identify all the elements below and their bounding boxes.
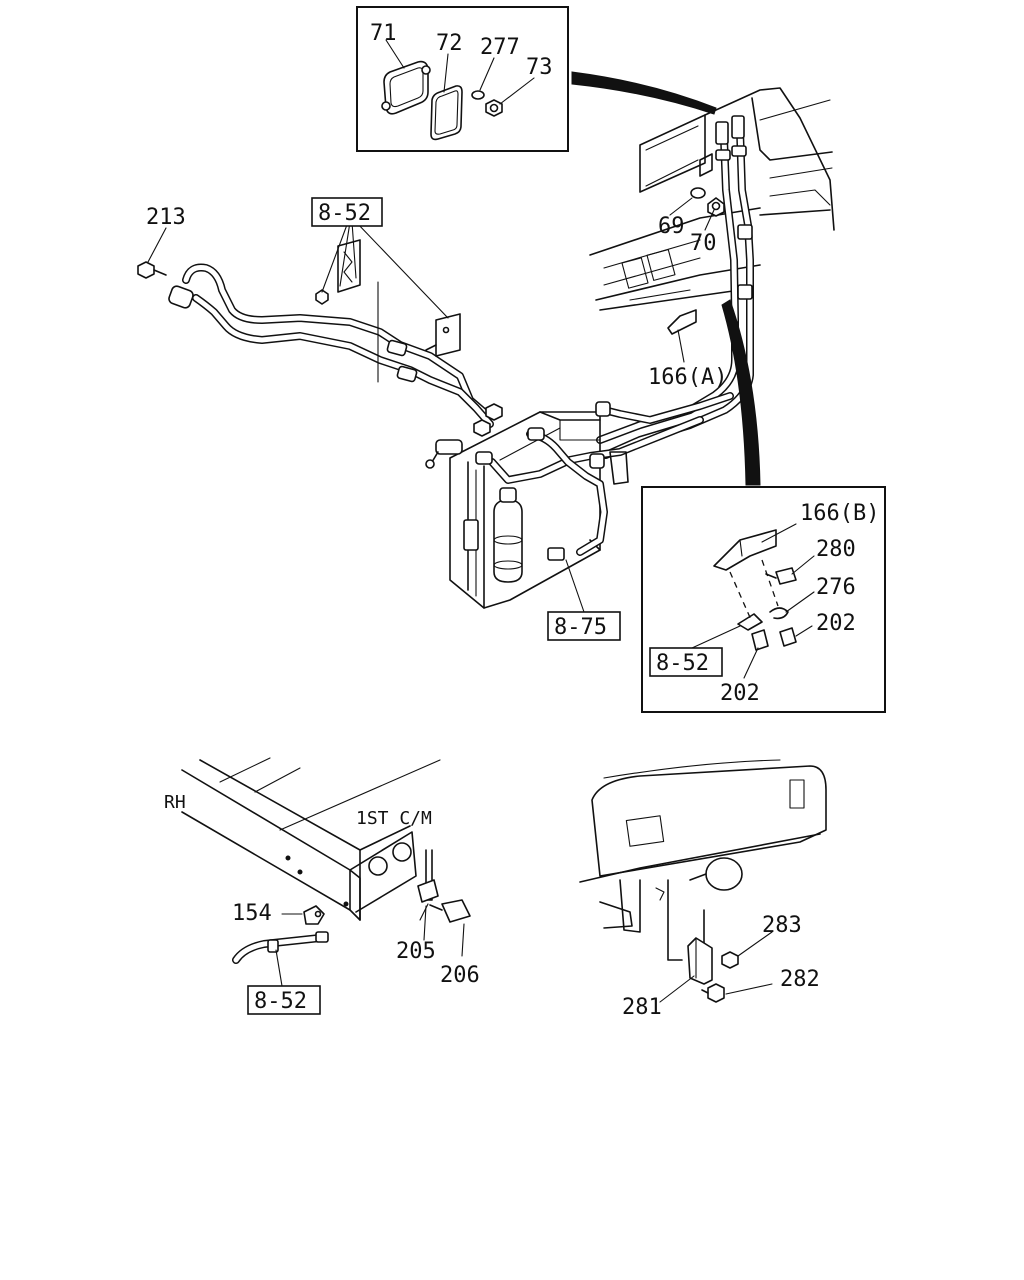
gasket-72 xyxy=(430,85,463,141)
label-202-bottom: 202 xyxy=(720,681,760,706)
callout-arrow-top xyxy=(571,71,717,115)
bracket-166a xyxy=(667,309,697,335)
label-rh: RH xyxy=(164,792,186,813)
nut-70 xyxy=(707,197,725,217)
inset-gasket-detail xyxy=(356,6,569,152)
nut-73 xyxy=(485,99,503,117)
bracket-281 xyxy=(687,937,713,985)
label-72: 72 xyxy=(436,31,463,56)
label-166b: 166(B) xyxy=(800,501,879,526)
ref-875-text: 8-75 xyxy=(554,615,607,640)
ref-852-inset-text: 8-52 xyxy=(656,651,709,676)
vehicle-body-section xyxy=(589,87,835,486)
label-276: 276 xyxy=(816,575,856,600)
label-281: 281 xyxy=(622,995,662,1020)
ref-box-875[interactable]: 8-75 xyxy=(547,611,621,641)
label-277: 277 xyxy=(480,35,520,60)
inset-bracket-detail xyxy=(641,486,886,713)
bolt-206 xyxy=(429,899,471,923)
bolt-202b xyxy=(751,629,769,651)
bolt-282 xyxy=(701,983,725,1003)
part-labels: 71 72 277 73 69 70 213 166(A) 166(B) 280… xyxy=(146,21,879,1020)
label-69: 69 xyxy=(658,214,685,239)
receiver-drier xyxy=(493,487,523,583)
label-202-right: 202 xyxy=(816,611,856,636)
frame-rail-lower-left xyxy=(181,757,471,987)
label-70: 70 xyxy=(690,231,717,256)
bolt-202a xyxy=(779,627,797,647)
washer-277 xyxy=(471,90,485,100)
label-205: 205 xyxy=(396,939,436,964)
label-283: 283 xyxy=(762,913,802,938)
clamp-154 xyxy=(303,905,325,925)
label-71: 71 xyxy=(370,21,397,46)
bolt-213 xyxy=(137,261,167,279)
ref-852-top-text: 8-52 xyxy=(318,201,371,226)
label-73: 73 xyxy=(526,55,553,80)
label-crossmember: 1ST C/M xyxy=(356,808,432,829)
gasket-71 xyxy=(383,60,429,115)
condenser-assembly xyxy=(425,392,734,613)
label-280: 280 xyxy=(816,537,856,562)
label-213: 213 xyxy=(146,205,186,230)
label-206: 206 xyxy=(440,963,480,988)
bumper-lower-right xyxy=(579,759,827,1003)
washer-69 xyxy=(690,187,706,199)
pipe-run-upper-left xyxy=(137,221,503,437)
clip-276 xyxy=(769,607,789,620)
ref-box-852-top[interactable]: 8-52 xyxy=(311,197,383,227)
ref-box-852-inset[interactable]: 8-52 xyxy=(649,647,723,677)
ref-box-852-bottom[interactable]: 8-52 xyxy=(247,985,321,1015)
label-166a: 166(A) xyxy=(648,365,727,390)
label-282: 282 xyxy=(780,967,820,992)
reference-boxes: 8-52 8-75 8-52 8-52 xyxy=(247,197,723,1015)
callout-arrow-mid xyxy=(721,299,761,486)
ref-852-bottom-text: 8-52 xyxy=(254,989,307,1014)
label-154: 154 xyxy=(232,901,272,926)
nut-283 xyxy=(721,951,739,969)
